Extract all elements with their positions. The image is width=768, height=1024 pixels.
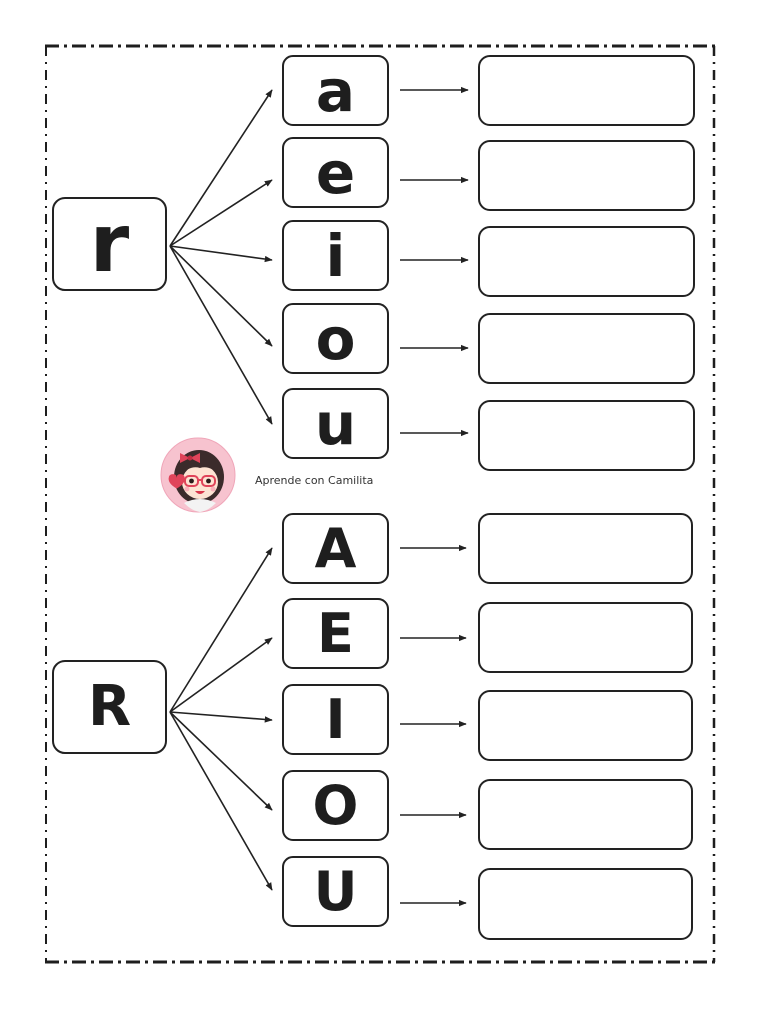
arrow-icon-R-to-O	[169, 711, 273, 811]
arrow-icon-r-to-u	[169, 245, 273, 425]
answer-box-RE	[478, 602, 693, 673]
answer-box-RA	[478, 513, 693, 584]
arrow-icon-r-to-o	[169, 245, 273, 347]
answer-box-ra	[478, 55, 695, 126]
vowel-letter: i	[325, 221, 346, 290]
arrow-icon-r-to-e	[169, 179, 273, 247]
answer-box-RO	[478, 779, 693, 850]
vowel-box-i: i	[282, 220, 389, 291]
vowel-letter: u	[314, 389, 357, 458]
arrow-icon-R-to-U	[169, 711, 273, 891]
arrow-icon-R-to-A	[169, 547, 273, 713]
answer-box-RI	[478, 690, 693, 761]
vowel-letter: U	[313, 859, 358, 923]
arrow-icon-R-to-I	[169, 711, 273, 723]
vowel-box-e: e	[282, 137, 389, 208]
consonant-box-lowercase: r	[52, 197, 167, 291]
answer-box-ro	[478, 313, 695, 384]
vowel-letter: e	[315, 138, 356, 207]
answer-box-RU	[478, 868, 693, 940]
arrow-icon-r-to-i	[169, 245, 273, 263]
answer-box-ru	[478, 400, 695, 471]
vowel-box-o: o	[282, 303, 389, 374]
consonant-box-uppercase: R	[52, 660, 167, 754]
vowel-box-u: u	[282, 388, 389, 459]
consonant-letter: r	[89, 197, 130, 290]
arrow-icon-r-to-a	[169, 89, 273, 247]
vowel-box-a: a	[282, 55, 389, 126]
vowel-box-A: A	[282, 513, 389, 584]
vowel-letter: E	[317, 601, 354, 665]
vowel-box-U: U	[282, 856, 389, 927]
camilita-avatar-icon	[160, 437, 236, 513]
consonant-letter: R	[87, 674, 132, 739]
vowel-box-I: I	[282, 684, 389, 755]
arrow-icon-R-to-E	[169, 637, 273, 713]
vowel-box-E: E	[282, 598, 389, 669]
answer-box-re	[478, 140, 695, 211]
answer-box-ri	[478, 226, 695, 297]
vowel-box-O: O	[282, 770, 389, 841]
vowel-letter: a	[315, 56, 356, 125]
vowel-letter: I	[325, 687, 346, 751]
vowel-letter: o	[315, 304, 356, 373]
vowel-letter: O	[312, 773, 359, 837]
vowel-letter: A	[314, 516, 357, 580]
brand-name: Aprende con Camilita	[255, 474, 374, 487]
brand-badge: Aprende con Camilita	[160, 437, 400, 513]
